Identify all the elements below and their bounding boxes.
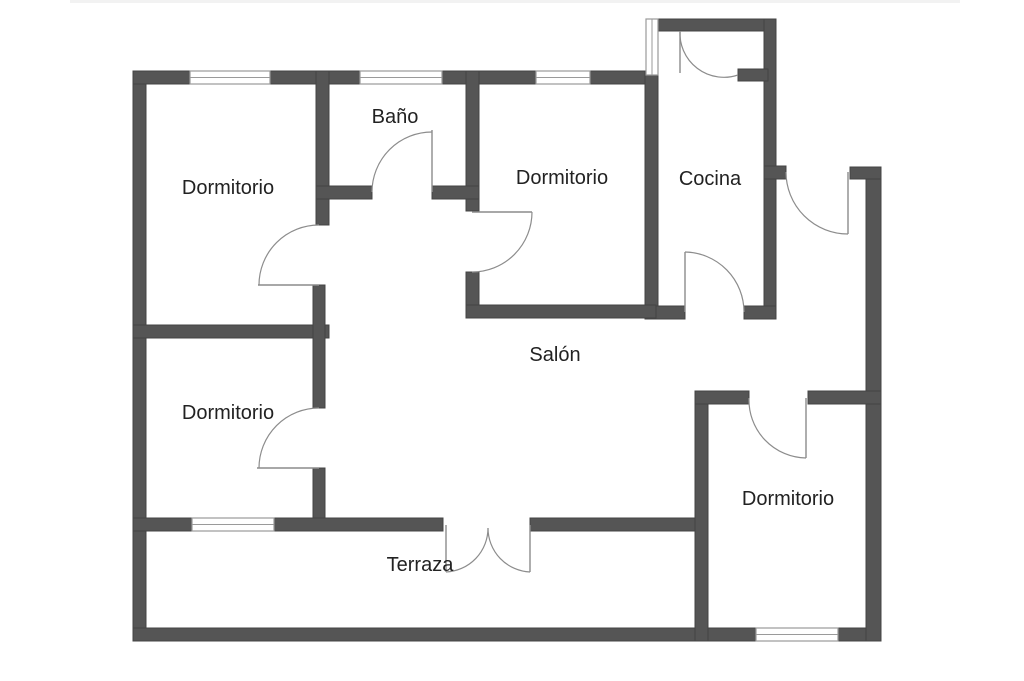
wall-bath-left xyxy=(315,70,330,226)
wall-left-low-vertical xyxy=(312,467,326,527)
wall-terrace-top-right xyxy=(529,517,709,532)
door-kitchen-bottom xyxy=(684,251,745,313)
door-left-lower-dorm xyxy=(257,407,320,469)
label-dormitorio-mid-left: Dormitorio xyxy=(182,402,274,424)
label-dormitorio-top-left: Dormitorio xyxy=(182,177,274,199)
window-terrace xyxy=(191,517,275,532)
door-kitchen-top xyxy=(679,30,739,78)
wall-left-mid-vertical xyxy=(312,284,326,409)
door-bath xyxy=(371,130,433,193)
walls xyxy=(132,18,882,642)
wall-right-dorm-left xyxy=(694,390,709,642)
doors xyxy=(257,30,849,573)
wall-left-divider xyxy=(132,324,330,339)
wall-bath-bottom-left xyxy=(315,185,373,200)
label-salon: Salón xyxy=(529,344,580,366)
door-center-dorm xyxy=(471,211,533,273)
wall-center-dorm-left-top xyxy=(465,70,480,212)
window-kitchen xyxy=(645,18,659,76)
label-dormitorio-center: Dormitorio xyxy=(516,167,608,189)
windows xyxy=(189,18,839,642)
wall-kitchen-top xyxy=(649,18,777,32)
top-strip xyxy=(70,0,960,3)
wall-terrace-top-left xyxy=(132,517,444,532)
window-center-dorm xyxy=(535,70,591,85)
wall-kitchen-stub xyxy=(737,68,769,82)
door-terrace xyxy=(445,525,531,573)
wall-kitchen-left xyxy=(644,70,659,320)
room-labels: Dormitorio Baño Dormitorio Cocina Dormit… xyxy=(182,106,834,576)
wall-bath-bottom-right xyxy=(431,185,480,200)
wall-right-top-stub xyxy=(849,166,882,180)
label-bano: Baño xyxy=(372,106,419,128)
door-entrance xyxy=(785,171,849,235)
wall-kitchen-bottom-right xyxy=(743,305,777,320)
label-cocina: Cocina xyxy=(679,168,742,190)
label-dormitorio-right: Dormitorio xyxy=(742,488,834,510)
window-bath xyxy=(359,70,443,85)
window-right-dorm xyxy=(755,627,839,642)
door-right-dorm xyxy=(748,397,807,459)
label-terraza: Terraza xyxy=(387,554,455,576)
wall-right-dorm-top-right xyxy=(807,390,882,405)
wall-outer-left xyxy=(132,70,147,642)
wall-center-dorm-bottom xyxy=(465,304,657,319)
window-top-left xyxy=(189,70,271,85)
wall-kitchen-right-nub xyxy=(763,165,787,180)
door-top-left-dorm xyxy=(258,224,320,286)
wall-right-dorm-top-left xyxy=(694,390,750,405)
